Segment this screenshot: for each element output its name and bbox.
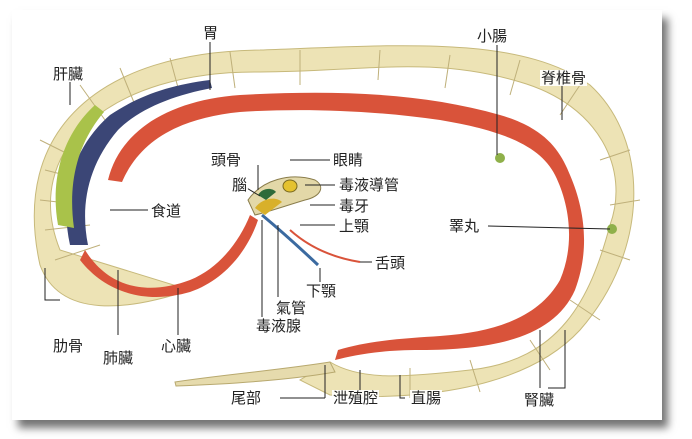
venom-gland (255, 198, 282, 215)
label-kidney: 腎臟 (523, 391, 556, 409)
label-upper-jaw: 上顎 (338, 217, 371, 235)
label-esophagus: 食道 (150, 202, 183, 220)
label-cloaca: 泄殖腔 (332, 389, 380, 407)
label-lower-jaw: 下顎 (305, 282, 338, 300)
label-stomach: 胃 (202, 24, 220, 42)
label-lung: 肺臟 (102, 349, 135, 367)
testis-right (607, 224, 617, 234)
label-vertebra: 脊椎骨 (540, 69, 588, 87)
label-brain: 腦 (231, 176, 249, 194)
brain (258, 188, 276, 200)
digestive-tract (108, 92, 585, 360)
tongue (289, 229, 361, 263)
label-venom-gland: 毒液腺 (255, 317, 303, 335)
label-tongue: 舌頭 (374, 254, 407, 272)
leader-lines (44, 42, 611, 399)
label-liver: 肝臟 (52, 65, 85, 83)
label-skull: 頭骨 (210, 151, 243, 169)
lung (66, 80, 212, 245)
label-testis: 睪丸 (448, 217, 481, 235)
liver (55, 105, 104, 228)
body-lower (80, 215, 258, 297)
tail (174, 361, 336, 387)
label-fang: 毒牙 (338, 197, 371, 215)
label-eye: 眼睛 (332, 151, 365, 169)
label-small-intestine: 小腸 (476, 27, 509, 45)
label-rectum: 直腸 (410, 389, 443, 407)
head (247, 176, 361, 267)
label-trachea: 氣管 (275, 299, 308, 317)
trachea (261, 213, 320, 267)
label-rib: 肋骨 (52, 337, 85, 355)
label-heart: 心臟 (160, 337, 193, 355)
testis-left (495, 153, 505, 163)
label-venom-duct: 毒液導管 (338, 176, 401, 194)
label-tail: 尾部 (230, 389, 263, 407)
